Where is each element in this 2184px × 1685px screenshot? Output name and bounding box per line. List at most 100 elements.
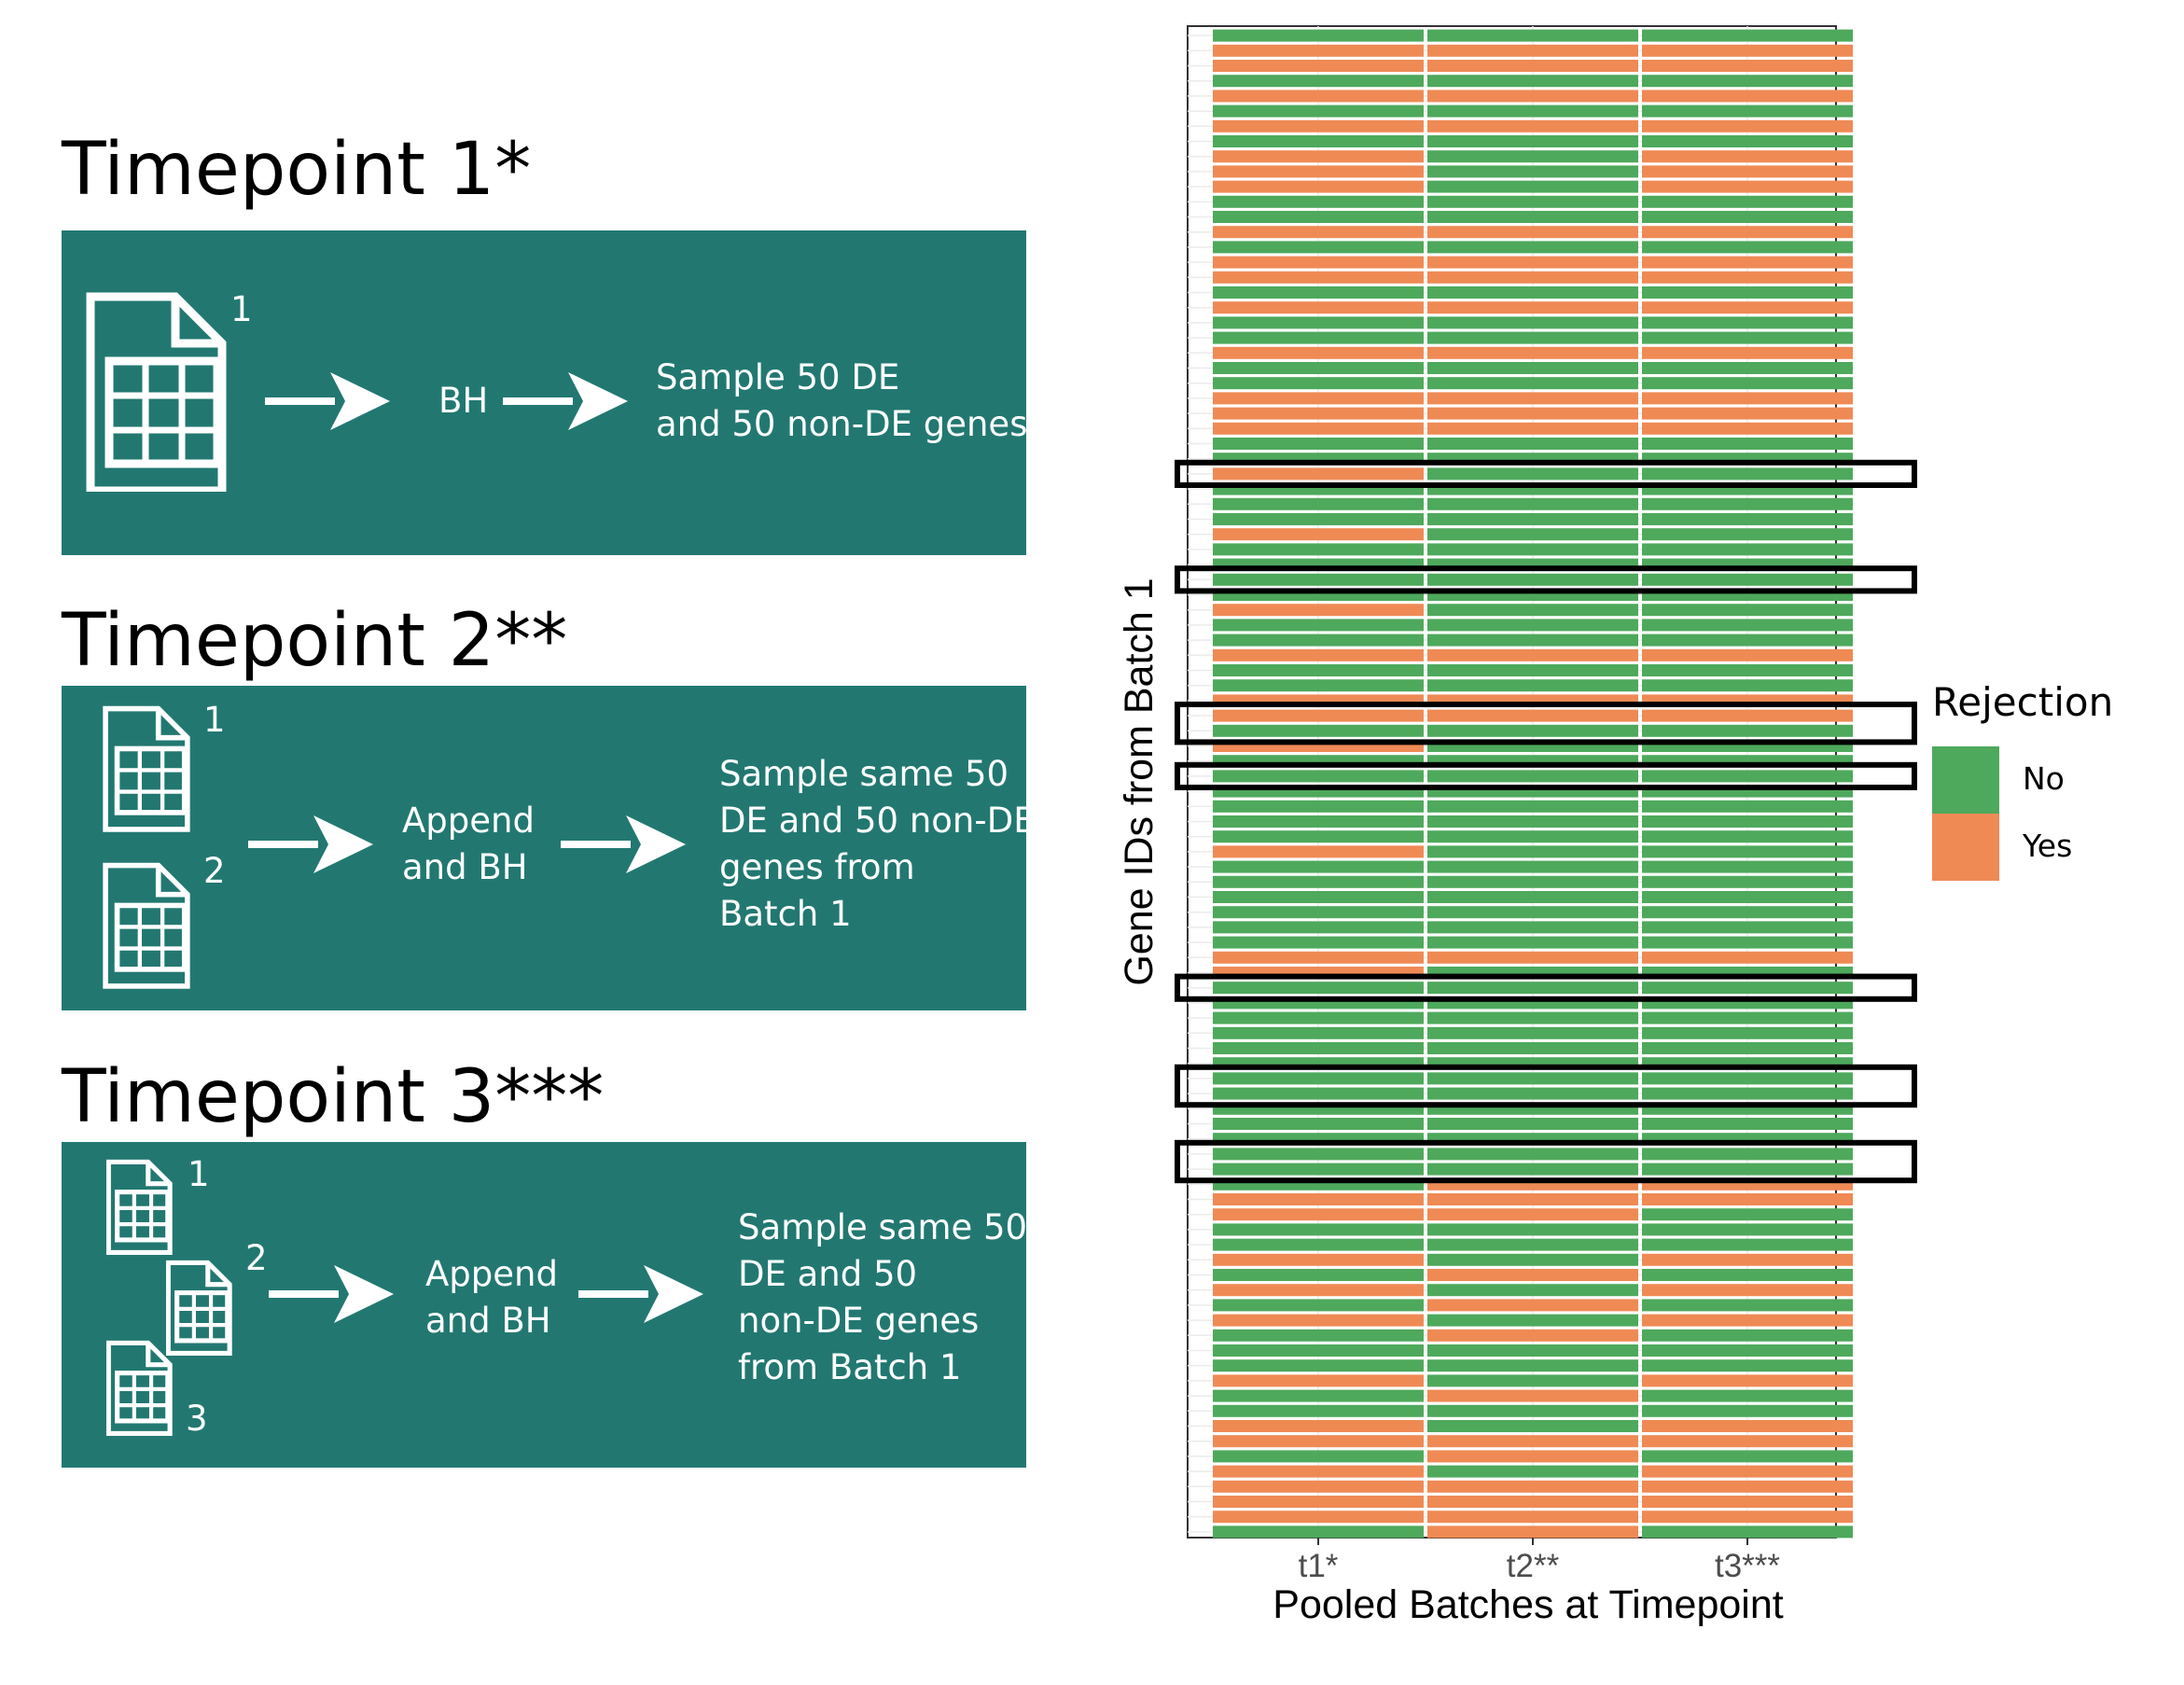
heatmap-cell bbox=[1427, 800, 1638, 813]
heatmap-cell bbox=[1213, 1269, 1424, 1281]
heatmap-cell bbox=[1642, 1496, 1853, 1508]
heatmap-cell bbox=[1427, 1525, 1638, 1539]
heatmap-cell bbox=[1642, 528, 1853, 541]
heatmap-cell bbox=[1642, 1420, 1853, 1432]
heatmap-cell bbox=[1427, 815, 1638, 828]
heatmap-cell bbox=[1642, 830, 1853, 843]
heatmap-cell bbox=[1213, 619, 1424, 632]
spreadsheet-file-icon bbox=[106, 1159, 173, 1256]
heatmap-cell bbox=[1213, 860, 1424, 873]
x-axis-title: Pooled Batches at Timepoint bbox=[1273, 1582, 1783, 1627]
heatmap-cell bbox=[1213, 407, 1424, 420]
heatmap-cell bbox=[1427, 1208, 1638, 1221]
heatmap-cell bbox=[1642, 1208, 1853, 1221]
heatmap-cell bbox=[1427, 135, 1638, 147]
heatmap-cell bbox=[1213, 724, 1424, 737]
heatmap-cell bbox=[1642, 467, 1853, 480]
heatmap-cell bbox=[1642, 1148, 1853, 1161]
heatmap-cell bbox=[1642, 1253, 1853, 1266]
heatmap-cell bbox=[1213, 830, 1424, 843]
heatmap-cell bbox=[1642, 286, 1853, 299]
heatmap-cell bbox=[1642, 664, 1853, 676]
heatmap-cell bbox=[1642, 1525, 1853, 1539]
heatmap-cell bbox=[1427, 619, 1638, 632]
heatmap-cell bbox=[1642, 346, 1853, 359]
heatmap-cell bbox=[1642, 165, 1853, 178]
heatmap-cell bbox=[1427, 860, 1638, 873]
heatmap-cell bbox=[1427, 90, 1638, 103]
heatmap-cell bbox=[1642, 301, 1853, 314]
highlight-box bbox=[1175, 973, 1917, 1002]
heatmap-cell bbox=[1642, 211, 1853, 223]
legend-label-no: No bbox=[2023, 760, 2065, 797]
highlight-box bbox=[1175, 761, 1917, 790]
heatmap-cell bbox=[1427, 1359, 1638, 1372]
heatmap-cell bbox=[1642, 634, 1853, 647]
heatmap-cell bbox=[1427, 1420, 1638, 1432]
heatmap-cell bbox=[1642, 1072, 1853, 1085]
heatmap-cell bbox=[1213, 648, 1424, 661]
heatmap-cell bbox=[1427, 906, 1638, 919]
heatmap-cell bbox=[1213, 241, 1424, 254]
heatmap-cell bbox=[1213, 362, 1424, 374]
heatmap-cell bbox=[1427, 573, 1638, 586]
heatmap-cell bbox=[1427, 1087, 1638, 1100]
heatmap-cell bbox=[1427, 664, 1638, 676]
heatmap-cell bbox=[1427, 346, 1638, 359]
heatmap-cell bbox=[1427, 29, 1638, 42]
heatmap-cell bbox=[1427, 891, 1638, 903]
heatmap-cell bbox=[1642, 770, 1853, 783]
heatmap-cell bbox=[1427, 1435, 1638, 1448]
heatmap-cell bbox=[1427, 1344, 1638, 1357]
heatmap-cell bbox=[1642, 1359, 1853, 1372]
heatmap-cell bbox=[1213, 1284, 1424, 1297]
heatmap-cell bbox=[1213, 44, 1424, 57]
file-number: 2 bbox=[203, 851, 226, 891]
heatmap-cell bbox=[1642, 377, 1853, 390]
heatmap-cell bbox=[1427, 1374, 1638, 1387]
heatmap-cell bbox=[1642, 1193, 1853, 1205]
heatmap-cell bbox=[1642, 1480, 1853, 1493]
heatmap-cell bbox=[1213, 1208, 1424, 1221]
heatmap-cell bbox=[1642, 1314, 1853, 1327]
heatmap-cell bbox=[1642, 331, 1853, 344]
heatmap-cell bbox=[1642, 1299, 1853, 1312]
heatmap-cell bbox=[1642, 1026, 1853, 1039]
heatmap-cell bbox=[1427, 271, 1638, 284]
heatmap-cell bbox=[1213, 1480, 1424, 1493]
legend-label-yes: Yes bbox=[2023, 828, 2073, 864]
heatmap-cell bbox=[1213, 664, 1424, 676]
heatmap-cell bbox=[1642, 407, 1853, 420]
x-tick-label: t2** bbox=[1507, 1548, 1560, 1584]
heatmap-cell bbox=[1642, 982, 1853, 995]
heatmap-cell bbox=[1213, 60, 1424, 72]
heatmap-cell bbox=[1213, 1011, 1424, 1024]
heatmap-cell bbox=[1213, 1404, 1424, 1417]
heatmap-cell bbox=[1642, 226, 1853, 239]
heatmap-cell bbox=[1427, 316, 1638, 329]
heatmap-cell bbox=[1642, 1284, 1853, 1297]
heatmap-cell bbox=[1427, 1148, 1638, 1161]
heatmap-cell bbox=[1642, 1269, 1853, 1281]
heatmap-cell bbox=[1427, 104, 1638, 118]
heatmap-cell bbox=[1642, 392, 1853, 405]
heatmap-cell bbox=[1427, 1299, 1638, 1312]
step-1-text: Append and BH bbox=[402, 801, 535, 887]
heatmap-cell bbox=[1642, 44, 1853, 57]
heatmap-cell bbox=[1213, 1344, 1424, 1357]
spreadsheet-file-icon bbox=[103, 862, 190, 989]
heatmap-cell bbox=[1642, 800, 1853, 813]
heatmap-cell bbox=[1642, 845, 1853, 858]
heatmap-cell bbox=[1427, 679, 1638, 692]
heatmap-cell bbox=[1427, 119, 1638, 132]
heatmap-cell bbox=[1427, 1011, 1638, 1024]
heatmap-cell bbox=[1427, 513, 1638, 525]
heatmap-cell bbox=[1427, 362, 1638, 374]
timepoint-1-panel: 1 BH Sample 50 DE and 50 non-DE genes bbox=[62, 230, 1027, 555]
heatmap-cell bbox=[1427, 1118, 1638, 1130]
file-number: 2 bbox=[245, 1238, 268, 1278]
right-arrow-icon bbox=[248, 815, 373, 873]
step-1-text: Append and BH bbox=[425, 1254, 558, 1341]
heatmap-cell bbox=[1642, 438, 1853, 450]
heatmap-cell bbox=[1213, 1374, 1424, 1387]
